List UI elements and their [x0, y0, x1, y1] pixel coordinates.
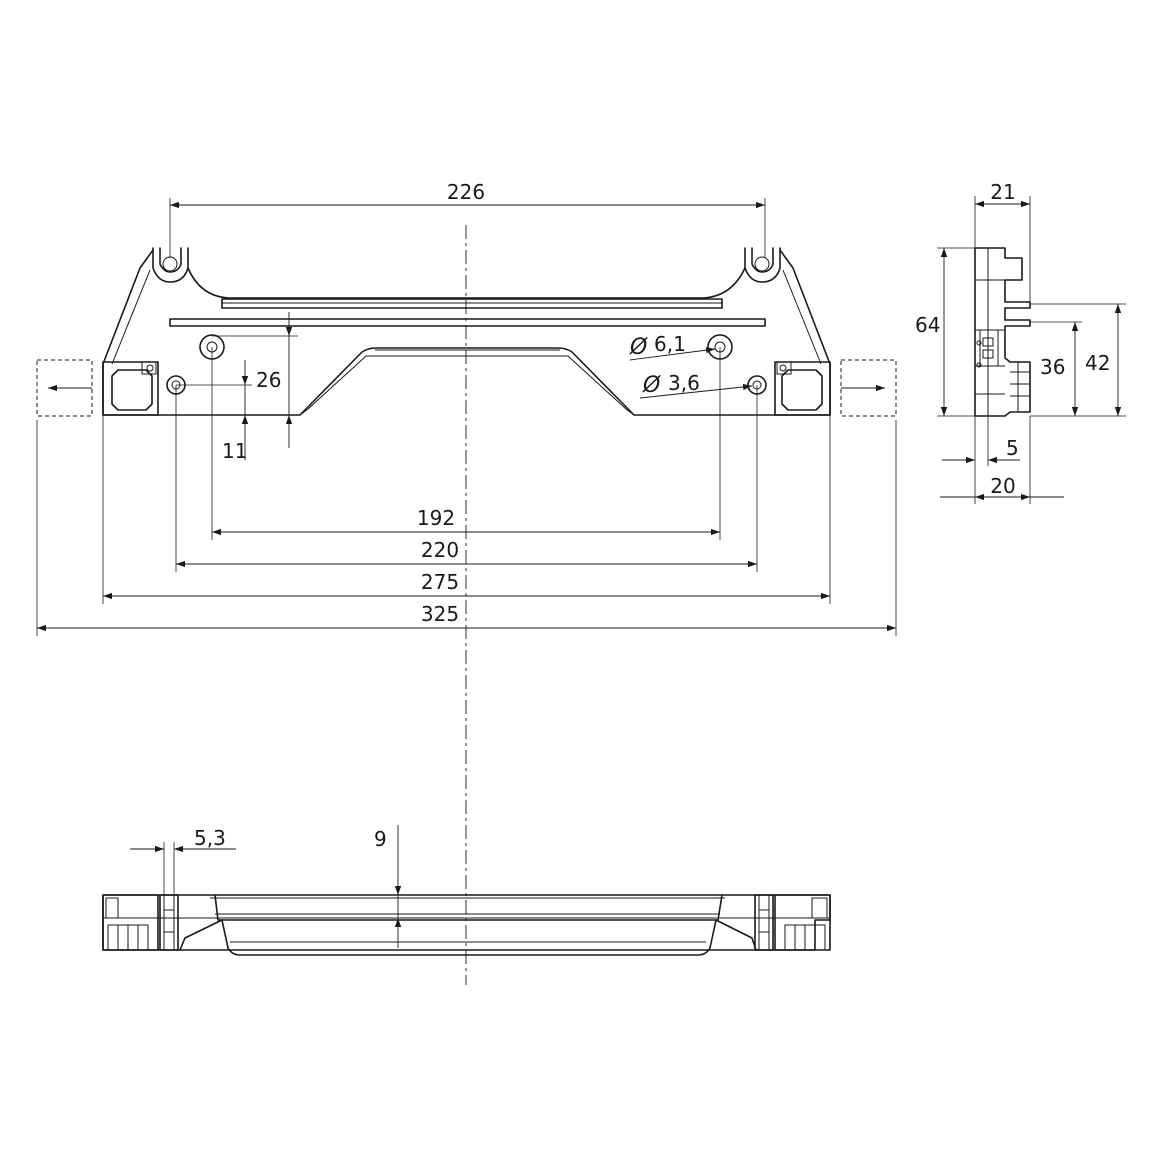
dim-42: 42 [1085, 351, 1110, 375]
side-view: 21 64 42 36 5 20 [915, 180, 1126, 504]
dim-9: 9 [374, 827, 387, 851]
dim-64: 64 [915, 313, 940, 337]
dim-5-3: 5,3 [194, 826, 226, 850]
dim-325: 325 [421, 602, 459, 626]
dim-226: 226 [447, 180, 485, 204]
dim-11: 11 [222, 439, 247, 463]
dim-dia-6-1-symbol: Ø [629, 335, 648, 360]
dim-dia-3-6: 3,6 [668, 371, 700, 395]
dim-220: 220 [421, 538, 459, 562]
dim-36: 36 [1040, 355, 1065, 379]
dim-20: 20 [990, 474, 1015, 498]
dim-5: 5 [1006, 436, 1019, 460]
bottom-view: 5,3 9 [102, 825, 831, 956]
dim-dia-3-6-symbol: Ø [642, 373, 661, 398]
front-view: 226 192 220 275 325 26 11 [36, 180, 897, 636]
dim-21: 21 [990, 180, 1015, 204]
dim-192: 192 [417, 506, 455, 530]
dim-26: 26 [256, 368, 281, 392]
dim-dia-6-1: 6,1 [654, 332, 686, 356]
dim-275: 275 [421, 570, 459, 594]
